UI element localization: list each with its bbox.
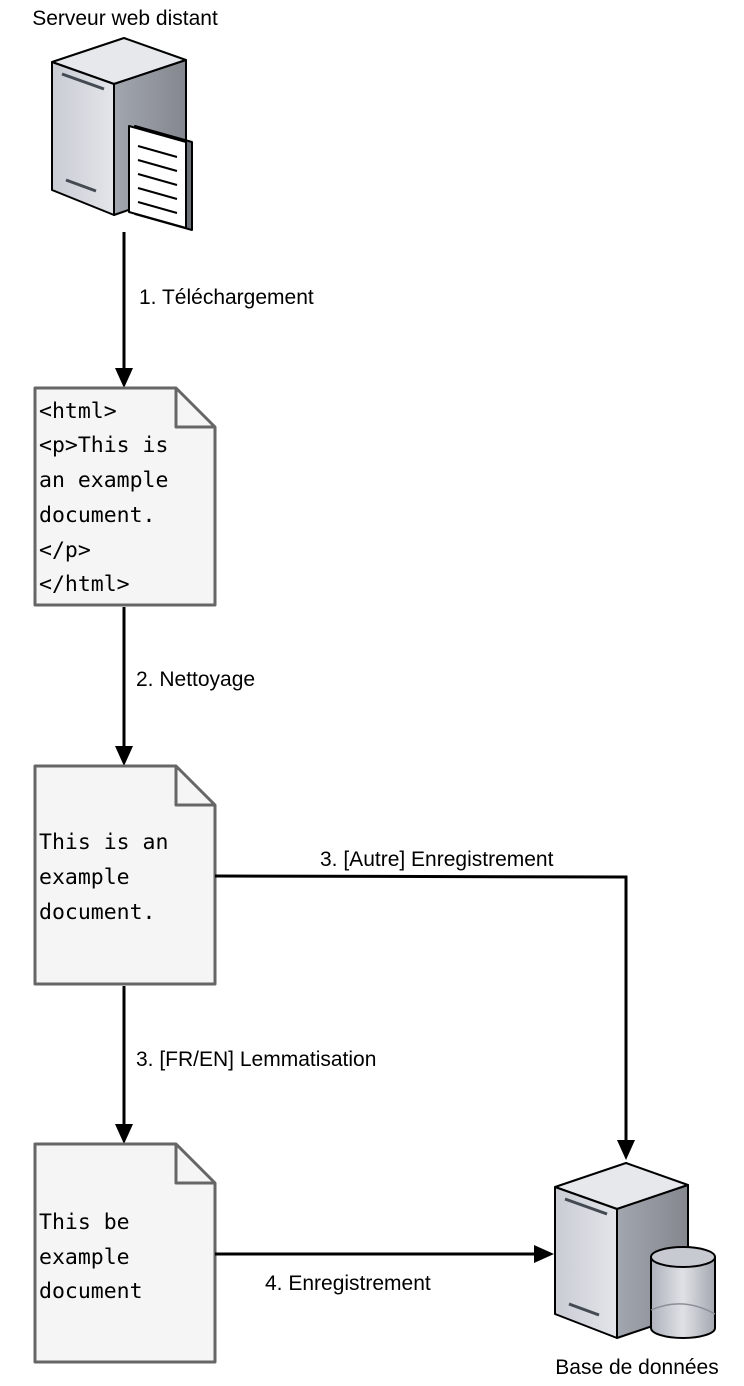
server-with-document-icon: [51, 37, 193, 231]
html-document-line: </html>: [39, 572, 130, 597]
edge-store: [215, 1245, 554, 1263]
clean-document-line: example: [39, 865, 130, 890]
edge-store-label: 4. Enregistrement: [265, 1272, 431, 1295]
lemma-document-line: This be: [39, 1210, 130, 1235]
database-server-icon: [554, 1162, 716, 1339]
lemma-document-text: This be example document: [39, 1210, 143, 1304]
html-document-line: <p>This is: [39, 433, 168, 458]
html-document: <html> <p>This is an example document. <…: [33, 386, 217, 607]
database-label: Base de données: [555, 1356, 718, 1379]
lemma-document-line: example: [39, 1245, 130, 1270]
clean-document-line: document.: [39, 900, 156, 925]
lemma-document-line: document: [39, 1279, 143, 1304]
html-document-text: <html> <p>This is an example document. <…: [39, 399, 181, 597]
edge-download-label: 1. Téléchargement: [139, 286, 314, 309]
clean-document: This is an example document.: [33, 764, 217, 986]
html-document-line: <html>: [39, 399, 117, 424]
html-document-line: an example: [39, 468, 168, 493]
edge-cleaning-label: 2. Nettoyage: [136, 668, 255, 691]
web-server-label: Serveur web distant: [32, 7, 218, 30]
edge-download: [115, 232, 133, 388]
html-document-line: document.: [39, 503, 156, 528]
edge-store-other: [214, 874, 635, 1160]
edge-store-other-label: 3. [Autre] Enregistrement: [320, 848, 554, 871]
clean-document-line: This is an: [39, 830, 168, 855]
lemma-document: This be example document: [33, 1142, 217, 1364]
html-document-line: </p>: [39, 538, 91, 563]
edge-lemmatisation: [115, 986, 133, 1144]
clean-document-text: This is an example document.: [39, 830, 181, 925]
edge-lemmatisation-label: 3. [FR/EN] Lemmatisation: [136, 1048, 376, 1071]
edge-cleaning: [115, 607, 133, 766]
